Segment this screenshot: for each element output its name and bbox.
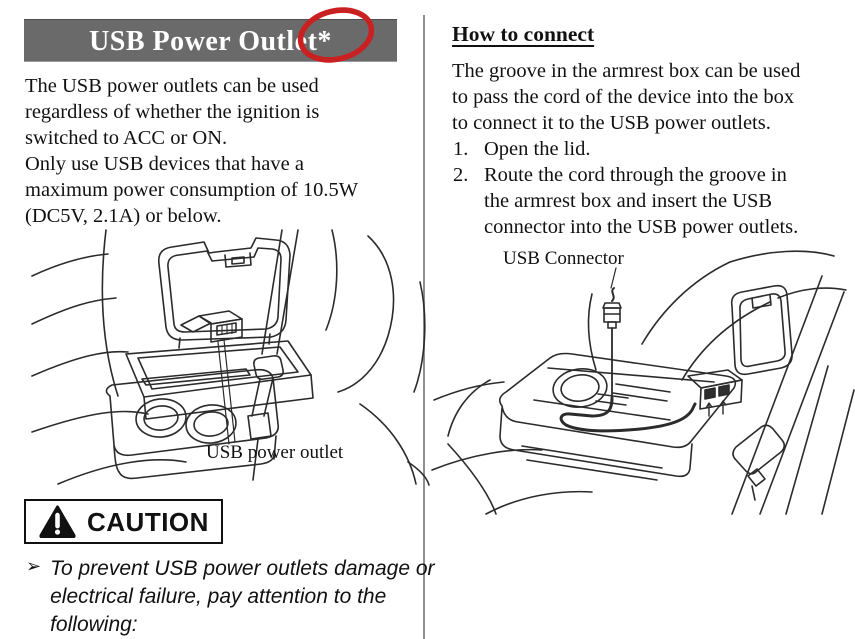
caution-label: CAUTION: [87, 506, 209, 537]
text-line: switched to ACC or ON.: [25, 127, 228, 149]
page-title: USB Power Outlet*: [89, 26, 332, 57]
caution-note-lines: To prevent USB power outlets damage or e…: [50, 555, 434, 639]
text-line: regardless of whether the ignition is: [25, 101, 320, 123]
text-line: the armrest box and insert the USB: [484, 190, 773, 212]
list-item: 1. Open the lid.: [453, 136, 853, 162]
text-line: maximum power consumption of 10.5W: [25, 179, 359, 201]
caution-note: ➢ To prevent USB power outlets damage or…: [24, 555, 435, 639]
list-number: 1.: [453, 138, 469, 160]
text-line: The groove in the armrest box can be use…: [452, 60, 801, 82]
caution-box: CAUTION: [24, 499, 223, 544]
section-title-bar: USB Power Outlet*: [24, 19, 397, 62]
figure-rear-armrest-usb-outlet: USB power outlet: [30, 228, 430, 486]
numbered-steps: 1. Open the lid. 2. Route the cord throu…: [453, 136, 853, 240]
text-line: Only use USB devices that have a: [25, 153, 304, 175]
text-line: connector into the USB power outlets.: [484, 216, 799, 238]
asterisk-highlight-circle-icon: [297, 7, 375, 63]
text-line: Route the cord through the groove in: [484, 164, 787, 186]
list-item: 2. Route the cord through the groove in …: [453, 162, 853, 240]
warning-triangle-icon: [39, 505, 76, 538]
figure-label-usb-power-outlet: USB power outlet: [206, 442, 344, 463]
arrow-bullet-icon: ➢: [26, 556, 42, 577]
how-to-connect-paragraph: The groove in the armrest box can be use…: [452, 58, 852, 136]
figure-label-usb-connector: USB Connector: [503, 248, 624, 269]
text-line: following:: [50, 613, 138, 636]
text-line: to connect it to the USB power outlets.: [452, 112, 771, 134]
text-line: To prevent USB power outlets damage or: [50, 557, 435, 580]
intro-paragraph: The USB power outlets can be used regard…: [25, 73, 413, 229]
figure-usb-connector-routing: USB Connector: [430, 248, 855, 518]
text-line: to pass the cord of the device into the …: [452, 86, 795, 108]
text-line: (DC5V, 2.1A) or below.: [25, 205, 222, 227]
text-line: The USB power outlets can be used: [25, 75, 319, 97]
column-divider: [423, 15, 425, 639]
list-number: 2.: [453, 164, 469, 186]
console-line-drawing: [431, 250, 855, 515]
subsection-heading: How to connect: [452, 22, 595, 46]
armrest-line-drawing: [31, 229, 430, 486]
text-line: electrical failure, pay attention to the: [50, 585, 387, 608]
text-line: Open the lid.: [484, 138, 591, 160]
